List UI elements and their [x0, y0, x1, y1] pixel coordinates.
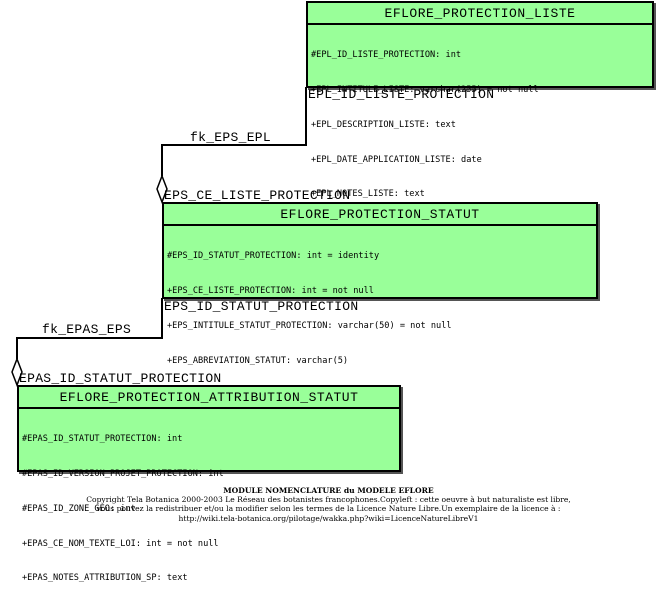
attribute: #EPAS_ID_ZONE_GEO: int	[22, 503, 136, 514]
relation-name-label: fk_EPAS_EPS	[42, 322, 132, 337]
footer-license-line: vous pouvez la redistribuer et/ou la mod…	[96, 504, 561, 514]
attribute: +EPS_CE_LISTE_PROTECTION: int = not null	[167, 285, 374, 296]
attribute: +EPL_INTITULE_LISTE: varchar(255) = not …	[311, 84, 539, 95]
entity-eflore-protection-attribution-statut[interactable]: EFLORE_PROTECTION_ATTRIBUTION_STATUT #EP…	[17, 385, 401, 583]
attribute: #EPAS_ID_VERSION_PROJET_PROTECTION: int	[22, 468, 224, 479]
relation-name-label: fk_EPS_EPL	[190, 130, 272, 145]
attribute: #EPAS_ID_STATUT_PROTECTION: int	[22, 434, 183, 445]
entity-title: EFLORE_PROTECTION_LISTE	[308, 3, 652, 25]
attribute: #EPS_ID_STATUT_PROTECTION: int = identit…	[167, 251, 380, 262]
attribute: +EPAS_NOTES_ATTRIBUTION_SP: text	[22, 573, 188, 584]
attribute: #EPL_ID_LISTE_PROTECTION: int	[311, 50, 462, 61]
attribute: +EPL_NOTES_LISTE: text	[311, 189, 425, 200]
entity-attributes: #EPL_ID_LISTE_PROTECTION: int +EPL_INTIT…	[308, 25, 652, 224]
fk-epas-eps-line	[16, 298, 163, 359]
footer-copyright-line: Copyright Tela Botanica 2000-2003 Le Rés…	[86, 495, 571, 505]
attribute: +EPAS_CE_NOM_TEXTE_LOI: int = not null	[22, 538, 219, 549]
attribute: +EPL_DESCRIPTION_LISTE: text	[311, 119, 456, 130]
source-role-label: EPS_ID_STATUT_PROTECTION	[164, 299, 359, 314]
entity-eflore-protection-liste[interactable]: EFLORE_PROTECTION_LISTE #EPL_ID_LISTE_PR…	[306, 1, 654, 199]
attribute: +EPS_ABREVIATION_STATUT: varchar(5)	[167, 355, 349, 366]
attribute: +EPS_INTITULE_STATUT_PROTECTION: varchar…	[167, 320, 452, 331]
source-role-label: EPL_ID_LISTE_PROTECTION	[308, 87, 495, 102]
entity-title: EFLORE_PROTECTION_ATTRIBUTION_STATUT	[19, 387, 399, 409]
entity-eflore-protection-statut[interactable]: EFLORE_PROTECTION_STATUT #EPS_ID_STATUT_…	[162, 202, 598, 435]
footer-title: MODULE NOMENCLATURE du MODELE EFLORE	[223, 486, 434, 495]
entity-title: EFLORE_PROTECTION_STATUT	[164, 204, 596, 226]
target-role-label: EPS_CE_LISTE_PROTECTION	[164, 188, 351, 203]
attribute: +EPL_DATE_APPLICATION_LISTE: date	[311, 154, 482, 165]
fk-eps-epl-line	[161, 87, 307, 176]
relationship-lines	[11, 87, 307, 388]
footer-license-url: http://wiki.tela-botanica.org/pilotage/w…	[178, 513, 479, 523]
copyright-footer: MODULE NOMENCLATURE du MODELE EFLORE Cop…	[0, 486, 657, 523]
target-role-label: EPAS_ID_STATUT_PROTECTION	[19, 371, 222, 386]
